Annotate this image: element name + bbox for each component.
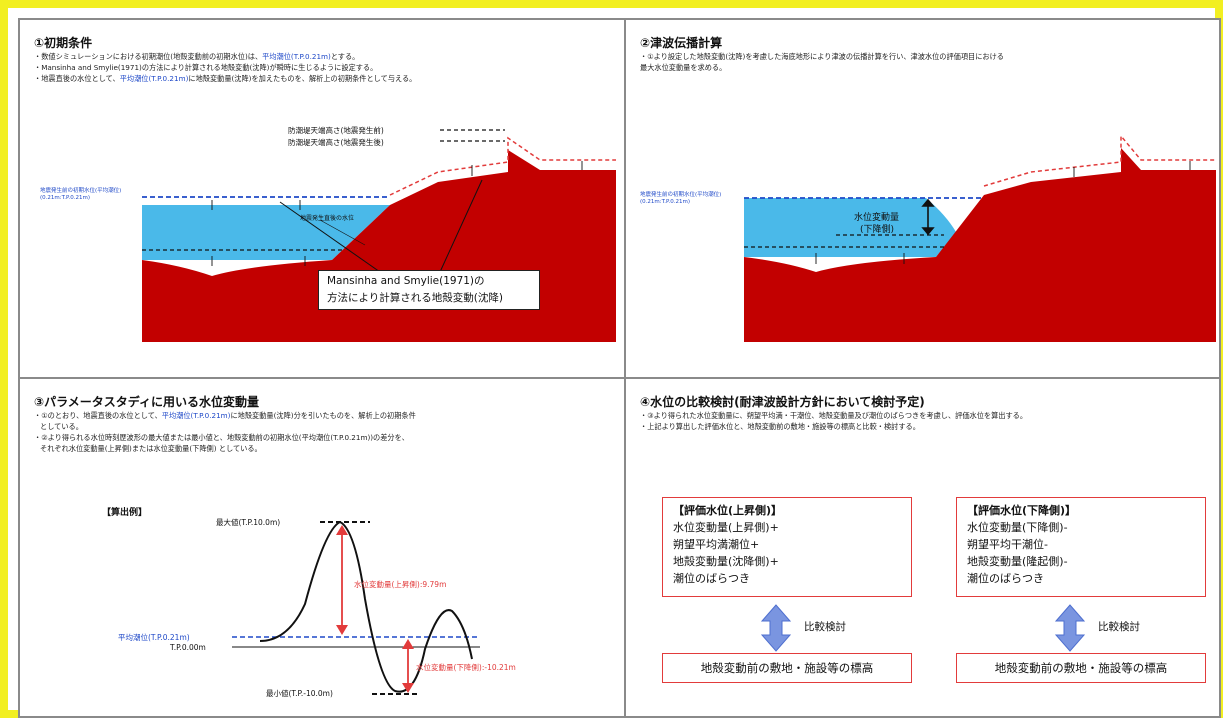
eval-box-line: 朔望平均干潮位- [967, 538, 1048, 551]
rise-amount-label: 水位変動量(上昇側):9.79m [354, 580, 447, 589]
eval-box-line: 地殻変動量(沈降側)+ [673, 555, 779, 568]
panel-notes: ・①のとおり、地震直後の水位として、平均潮位(T.P.0.21m)に地殻変動量(… [34, 410, 416, 454]
panel-title: ②津波伝播計算 [640, 36, 723, 50]
sea-water [744, 198, 956, 257]
vertical-divider [624, 20, 626, 716]
sea-water [142, 205, 390, 260]
note-line: ・③より得られた水位変動量に、朔望平均満・干潮位、地殻変動量及び潮位のばらつきを… [640, 411, 1028, 420]
eval-box-line: 潮位のばらつき [967, 572, 1044, 585]
panel-notes: ・③より得られた水位変動量に、朔望平均満・干潮位、地殻変動量及び潮位のばらつきを… [640, 410, 1027, 432]
pre-quake-profile-line [389, 136, 616, 196]
callout-pointer [279, 201, 381, 273]
callout-pointer [439, 179, 483, 273]
compare-label: 比較検討 [804, 621, 846, 633]
propagation-diagram [744, 133, 1216, 342]
eval-box-line: 水位変動量(上昇側)+ [673, 521, 779, 534]
note-line: ・数値シミュレーションにおける初期潮位(地殻変動前の初期水位)は、平均潮位(T.… [34, 52, 360, 61]
waveform-diagram [232, 520, 480, 695]
horizontal-divider [20, 377, 1219, 379]
note-line: ・地震直後の水位として、平均潮位(T.P.0.21m)に地殻変動量(沈降)を加え… [34, 74, 417, 83]
base-elevation-box-right: 地殻変動前の敷地・施設等の標高 [956, 653, 1206, 683]
note-line: ・①のとおり、地震直後の水位として、平均潮位(T.P.0.21m)に地殻変動量(… [34, 411, 416, 420]
note-line: ・②より得られる水位時刻歴波形の最大値または最小値と、地殻変動前の初期水位(平均… [34, 433, 409, 442]
panel-notes: ・①より設定した地殻変動(沈降)を考慮した海底地形により津波の伝播計算を行い、津… [640, 51, 1004, 73]
eval-box-line: 水位変動量(下降側)- [967, 521, 1068, 534]
subsidence-arrows [815, 161, 1191, 264]
panel-comparison: ④水位の比較検討(耐津波設計方針において検討予定) ・③より得られた水位変動量に… [626, 379, 1219, 716]
example-label: 【算出例】 [102, 508, 148, 518]
max-value-label: 最大値(T.P.10.0m) [216, 518, 281, 527]
initial-level-label: 地震発生前の初期水位(平均潮位) (0.21m:T.P.0.21m) [640, 192, 722, 205]
water-change-arrow [921, 198, 935, 236]
compare-arrows [760, 604, 1086, 652]
note-line: それぞれ水位変動量(上昇側)または水位変動量(下降側) としている。 [40, 444, 262, 453]
water-level-waveform [259, 520, 473, 693]
water-change-label-sub: (下降側) [860, 225, 895, 235]
note-line: 最大水位変動量を求める。 [640, 63, 727, 72]
panel-parameter-study: ③パラメータスタディに用いる水位変動量 ・①のとおり、地震直後の水位として、平均… [20, 379, 624, 716]
double-arrow-icon [1054, 604, 1086, 652]
subsidence-arrows [211, 161, 583, 266]
panel-title: ④水位の比較検討(耐津波設計方針において検討予定) [640, 395, 925, 409]
eval-box-line: 朔望平均満潮位+ [673, 538, 760, 551]
eval-box-fall: 【評価水位(下降側)】 水位変動量(下降側)- 朔望平均干潮位- 地殻変動量(隆… [956, 497, 1206, 597]
callout-line: Mansinha and Smylie(1971)の [327, 275, 485, 287]
seabed-ground [744, 148, 1216, 342]
panel-initial-conditions: ①初期条件 ・数値シミュレーションにおける初期潮位(地殻変動前の初期水位)は、平… [20, 20, 624, 377]
note-line: としている。 [40, 422, 83, 431]
double-arrow-icon [760, 604, 792, 652]
base-elevation-box-left: 地殻変動前の敷地・施設等の標高 [662, 653, 912, 683]
min-value-label: 最小値(T.P.-10.0m) [266, 689, 333, 698]
panel-notes: ・数値シミュレーションにおける初期潮位(地殻変動前の初期水位)は、平均潮位(T.… [34, 51, 416, 84]
eval-box-header: 【評価水位(上昇側)】 [673, 504, 783, 517]
eval-box-header: 【評価水位(下降側)】 [967, 504, 1077, 517]
compare-label: 比較検討 [1098, 621, 1140, 633]
post-quake-level-label: 地震発生直後の水位 [300, 215, 355, 222]
callout-pointer [319, 219, 366, 246]
note-line: ・Mansinha and Smylie(1971)の方法により計算される地殻変… [34, 63, 378, 72]
seawall-before-label: 防潮堤天端高さ(地震発生前) [288, 126, 384, 135]
initial-level-label: 地震発生前の初期水位(平均潮位) (0.21m:T.P.0.21m) [40, 188, 122, 201]
callout-line: 方法により計算される地殻変動(沈降) [327, 292, 503, 304]
panel-title: ③パラメータスタディに用いる水位変動量 [34, 395, 259, 409]
panel-tsunami-propagation: ②津波伝播計算 ・①より設定した地殻変動(沈降)を考慮した海底地形により津波の伝… [626, 20, 1219, 377]
eval-box-line: 潮位のばらつき [673, 572, 750, 585]
seawall-after-label: 防潮堤天端高さ(地震発生後) [288, 138, 384, 147]
note-line: ・①より設定した地殻変動(沈降)を考慮した海底地形により津波の伝播計算を行い、津… [640, 52, 1004, 61]
panel-title: ①初期条件 [34, 36, 93, 50]
callout-box: Mansinha and Smylie(1971)の 方法により計算される地殻変… [318, 270, 540, 310]
rise-arrow [336, 525, 348, 635]
content-grid: ①初期条件 ・数値シミュレーションにおける初期潮位(地殻変動前の初期水位)は、平… [18, 18, 1221, 718]
eval-box-rise: 【評価水位(上昇側)】 水位変動量(上昇側)+ 朔望平均満潮位+ 地殻変動量(沈… [662, 497, 912, 597]
tp-zero-label: T.P.0.00m [170, 643, 206, 652]
fall-amount-label: 水位変動量(下降側):-10.21m [416, 663, 516, 672]
mean-tide-label: 平均潮位(T.P.0.21m) [118, 633, 190, 642]
water-change-label: 水位変動量 [854, 213, 900, 223]
fall-arrow [402, 639, 414, 693]
note-line: ・上記より算出した評価水位と、地殻変動前の敷地・施設等の標高と比較・検討する。 [640, 422, 920, 431]
eval-box-line: 地殻変動量(隆起側)- [967, 555, 1068, 568]
